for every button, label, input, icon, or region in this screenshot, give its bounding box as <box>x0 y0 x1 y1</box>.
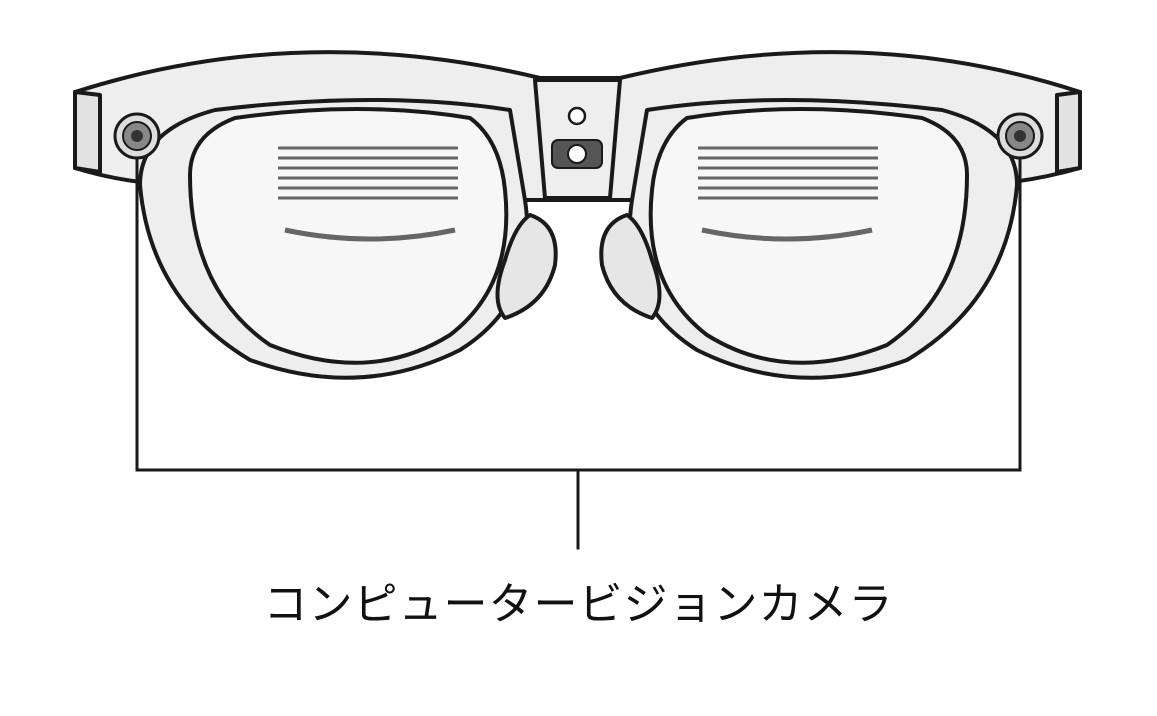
left-display-projection <box>278 146 458 242</box>
left-cv-camera <box>113 112 161 160</box>
right-display-projection <box>698 146 878 242</box>
bridge-camera-lens <box>567 144 587 164</box>
right-cv-camera <box>996 112 1044 160</box>
right-lens <box>648 107 969 365</box>
bridge-sensor-dot <box>567 106 587 126</box>
callout-bracket <box>135 158 1022 550</box>
callout-label: コンピュータービジョンカメラ <box>263 579 894 630</box>
left-lens <box>188 107 509 365</box>
left-nose-pad <box>495 213 558 320</box>
right-nose-pad <box>599 213 662 320</box>
right-temple-end <box>1055 90 1082 174</box>
left-temple-end <box>73 90 102 174</box>
